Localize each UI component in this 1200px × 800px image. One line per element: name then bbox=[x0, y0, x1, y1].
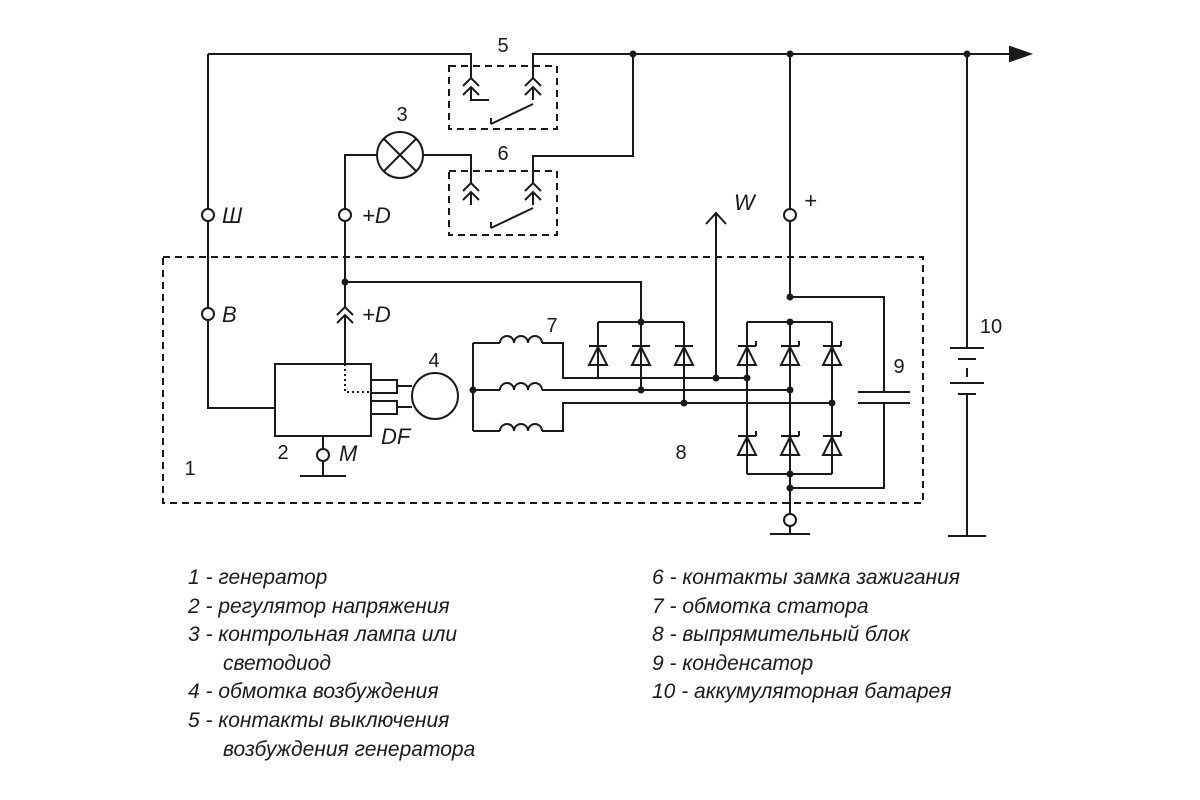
legend-item: 7 - обмотка статора bbox=[652, 594, 869, 618]
pin-b: B bbox=[222, 302, 237, 327]
control-lamp bbox=[376, 131, 424, 179]
wire-top-left bbox=[208, 53, 472, 62]
stator-coil-3 bbox=[499, 423, 543, 432]
label-2: 2 bbox=[277, 442, 288, 464]
excitation-switch-box bbox=[448, 65, 558, 130]
aux-diode-2 bbox=[630, 344, 652, 366]
df-wires bbox=[397, 385, 412, 408]
aux-diode-1 bbox=[587, 344, 609, 366]
legend-item: 5 - контакты выключения bbox=[188, 708, 450, 732]
phase-wire-3 bbox=[542, 402, 832, 432]
legend-item: 8 - выпрямительный блок bbox=[652, 623, 910, 647]
aux-diode-3 bbox=[673, 344, 695, 366]
field-winding bbox=[411, 372, 459, 420]
generator-boundary bbox=[162, 256, 924, 504]
wire-b-regulator bbox=[207, 320, 275, 409]
legend-right: 6 - контакты замка зажигания 7 - обмотка… bbox=[652, 564, 960, 707]
bridge-diode-bottom-3 bbox=[821, 431, 843, 456]
pin-d-top: +D bbox=[362, 203, 391, 228]
bridge-diode-bottom-1 bbox=[736, 431, 758, 456]
pin-w: W bbox=[734, 190, 757, 215]
legend-item: 9 - конденсатор bbox=[652, 651, 814, 675]
wire-top-right bbox=[532, 53, 1020, 62]
pin-d-gen: +D bbox=[362, 302, 391, 327]
label-9: 9 bbox=[893, 356, 904, 378]
w-wire bbox=[705, 211, 727, 378]
legend-item: 3 - контрольная лампа или bbox=[188, 623, 458, 647]
excitation-contacts bbox=[462, 62, 542, 125]
wire-switch6-to-bus bbox=[532, 54, 634, 166]
bridge-diode-top-3 bbox=[821, 341, 843, 366]
label-1: 1 bbox=[184, 458, 195, 480]
label-6: 6 bbox=[497, 143, 508, 165]
wire-d-bus bbox=[345, 281, 642, 322]
label-3: 3 bbox=[396, 104, 407, 126]
legend-left: 1 - генератор 2 - регулятор напряжения 3… bbox=[188, 564, 475, 764]
wire-lamp-right bbox=[423, 154, 472, 166]
pin-df: DF bbox=[381, 424, 412, 449]
terminal-b bbox=[201, 307, 215, 321]
terminal-plus bbox=[783, 208, 797, 222]
output-arrow bbox=[1009, 45, 1034, 63]
legend-item: 10 - аккумуляторная батарея bbox=[652, 680, 952, 704]
pin-sh: Ш bbox=[222, 203, 243, 228]
wire-lamp-left bbox=[344, 154, 377, 209]
bridge-diode-top-1 bbox=[736, 341, 758, 366]
ground-m bbox=[300, 436, 346, 477]
connector-d bbox=[336, 305, 354, 328]
df-connector-bottom bbox=[370, 400, 398, 415]
legend-item: 1 - генератор bbox=[188, 566, 328, 589]
pin-plus: + bbox=[804, 188, 817, 213]
voltage-regulator bbox=[274, 363, 372, 437]
terminal-sh bbox=[201, 208, 215, 222]
battery bbox=[948, 54, 986, 537]
ignition-switch-box bbox=[448, 170, 558, 236]
legend-item: 6 - контакты замка зажигания bbox=[652, 566, 960, 589]
legend-item: 4 - обмотка возбуждения bbox=[188, 680, 439, 704]
legend-item: 2 - регулятор напряжения bbox=[188, 594, 450, 618]
bridge-diode-top-2 bbox=[779, 341, 801, 366]
legend-item-continuation: светодиод bbox=[223, 651, 331, 675]
legend-item-continuation: возбуждения генератора bbox=[223, 737, 476, 761]
capacitor bbox=[790, 296, 910, 489]
terminal-d bbox=[338, 208, 352, 222]
phase-wire-1 bbox=[542, 342, 747, 379]
terminal-ground bbox=[783, 513, 797, 527]
terminal-m bbox=[316, 448, 330, 462]
df-connector-top bbox=[370, 379, 398, 394]
junction-dots bbox=[341, 50, 971, 492]
label-10: 10 bbox=[980, 316, 1002, 338]
label-8: 8 bbox=[675, 442, 686, 464]
ignition-contacts bbox=[462, 166, 542, 229]
regulator-internal bbox=[344, 364, 371, 393]
stator-windings-wiring bbox=[472, 342, 500, 432]
label-7: 7 bbox=[546, 315, 557, 337]
bridge-diode-bottom-2 bbox=[779, 431, 801, 456]
stator-coil-1 bbox=[499, 335, 543, 344]
label-5: 5 bbox=[497, 35, 508, 57]
label-4: 4 bbox=[428, 350, 439, 372]
pin-m: M bbox=[339, 441, 358, 466]
stator-coil-2 bbox=[499, 382, 543, 391]
